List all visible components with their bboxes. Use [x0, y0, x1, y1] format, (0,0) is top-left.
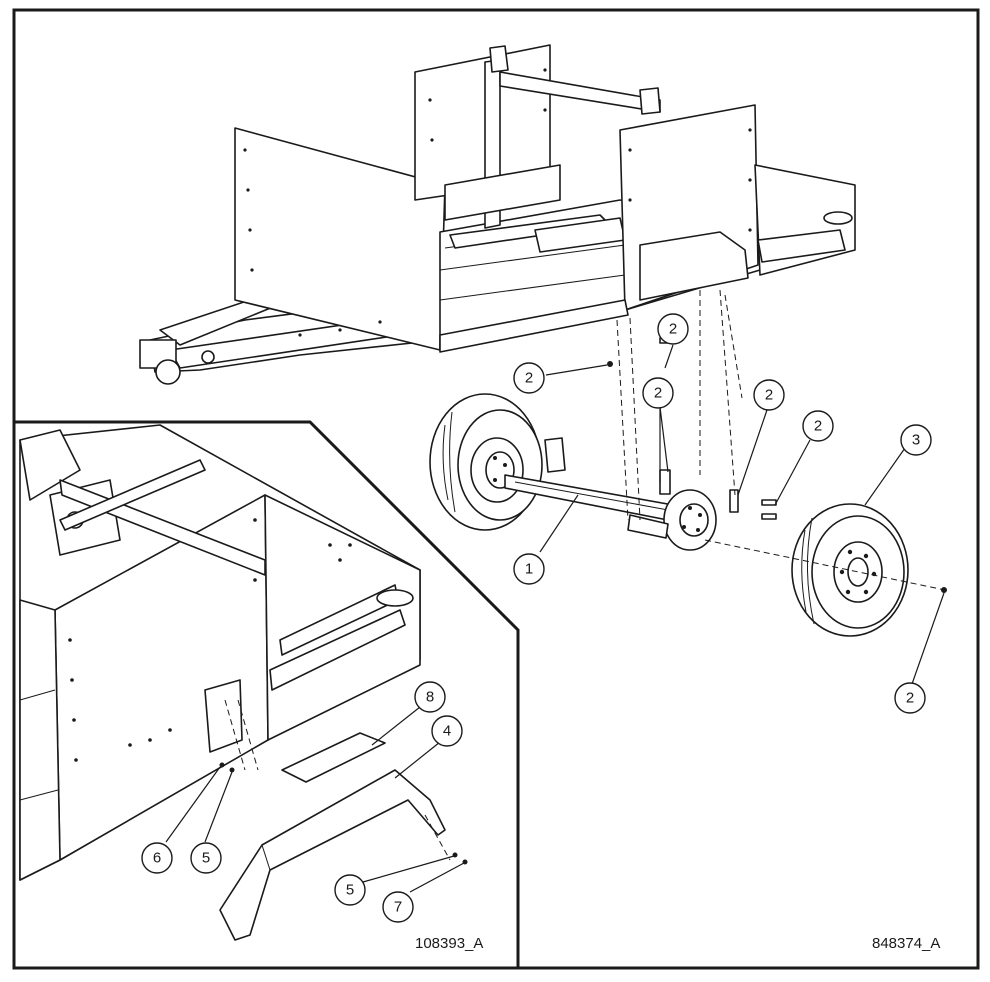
callout-2-lugnut: 2 [894, 682, 926, 714]
callout-5-label: 5 [202, 850, 210, 867]
callout-8: 8 [414, 681, 446, 713]
callout-5-inset-lower: 5 [334, 874, 366, 906]
callout-5-inset-upper: 5 [190, 842, 222, 874]
callout-2-hanger: 2 [753, 379, 785, 411]
leader-lines [165, 344, 945, 893]
callout-4-label: 4 [443, 723, 451, 740]
callout-1-label: 1 [525, 561, 533, 578]
callout-2-label: 2 [654, 385, 662, 402]
drawing-border [12, 8, 980, 970]
callout-2-label: 2 [765, 387, 773, 404]
callout-2-bolts: 2 [802, 410, 834, 442]
callout-1: 1 [513, 553, 545, 585]
frame-bolt-holes [243, 68, 752, 337]
callout-2-label: 2 [906, 690, 914, 707]
trailer-frame [139, 44, 856, 385]
assembly-lines [616, 289, 946, 591]
callout-2-label: 2 [525, 370, 533, 387]
inset-border [14, 420, 520, 968]
callout-2-label: 2 [669, 321, 677, 338]
callout-7-label: 7 [394, 899, 402, 916]
callout-5-label: 5 [346, 882, 354, 899]
callout-7: 7 [382, 891, 414, 923]
callout-2-ubolt: 2 [642, 377, 674, 409]
callout-3-label: 3 [912, 432, 920, 449]
inset-detail [14, 420, 520, 968]
callout-6: 6 [141, 842, 173, 874]
callout-2-frame-bolt: 2 [513, 362, 545, 394]
callout-8-label: 8 [426, 689, 434, 706]
callout-2-label: 2 [814, 418, 822, 435]
callout-4: 4 [431, 715, 463, 747]
callout-2-upper: 2 [657, 313, 689, 345]
callout-3: 3 [900, 424, 932, 456]
main-reference-number: 848374_A [872, 935, 940, 952]
inset-reference-number: 108393_A [415, 935, 483, 952]
axle-assembly [429, 337, 947, 637]
callout-6-label: 6 [153, 850, 161, 867]
